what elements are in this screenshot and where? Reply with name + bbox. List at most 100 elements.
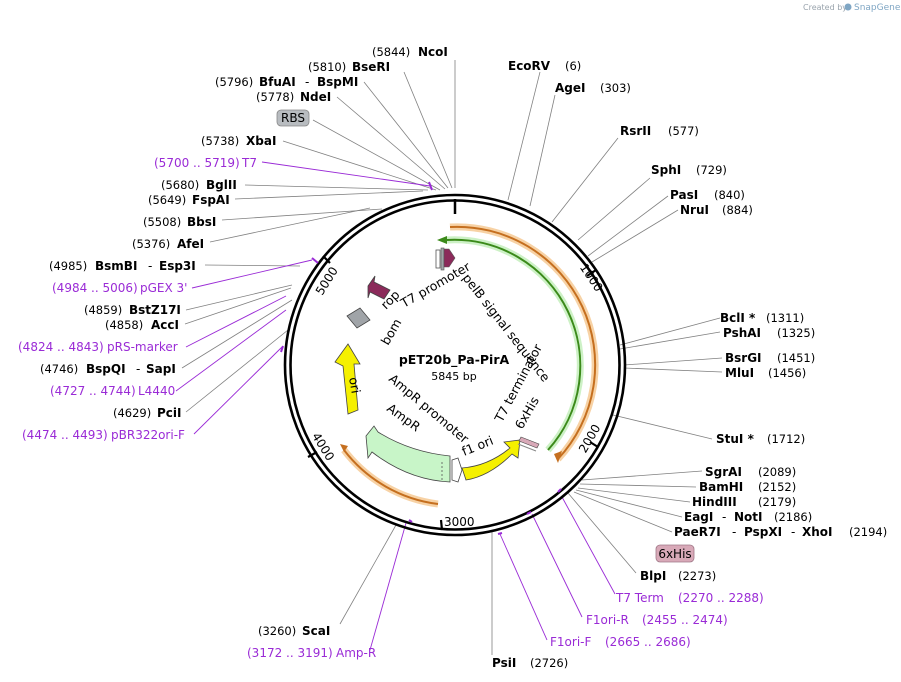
pbr322-name: pBR322ori-F [111, 428, 185, 442]
t7term-primer-name: T7 Term [615, 591, 664, 605]
right-site-labels: EcoRV (6) AgeI (303) RsrII (577) SphI (7… [492, 59, 887, 670]
bbsi-pos: (5508) [143, 215, 181, 229]
snapgene-logo-icon [844, 3, 852, 11]
svg-text:-: - [148, 259, 152, 273]
his-box [655, 544, 695, 563]
bsrgi-pos: (1451) [777, 351, 815, 365]
bspmi-name: BspMI [317, 75, 358, 89]
ori-arrow [334, 343, 361, 415]
eagi-pos: (2186) [774, 510, 812, 524]
xbai-pos: (5738) [201, 134, 239, 148]
t7-terminator-mark [517, 443, 537, 452]
rbs-box [276, 109, 310, 127]
green-arc [446, 238, 582, 451]
f1orir-range: (2455 .. 2474) [642, 613, 728, 627]
bseri-name: BseRI [352, 60, 390, 74]
sgrai-pos: (2089) [758, 465, 796, 479]
paer7i-pos: (2194) [849, 525, 887, 539]
svg-text:-: - [791, 525, 795, 539]
credit-prefix: Created by [803, 3, 847, 12]
bglii-pos: (5680) [161, 178, 199, 192]
pspxi-name: PspXI [744, 525, 782, 539]
ncoi-pos: (5844) [372, 45, 410, 59]
afei-name: AfeI [177, 237, 204, 251]
prs-range: (4824 .. 4843) [18, 340, 104, 354]
pelb-arrow [443, 248, 456, 268]
nrui-name: NruI [680, 203, 709, 217]
afei-pos: (5376) [132, 237, 170, 251]
svg-text:-: - [732, 525, 736, 539]
orange-arc-1 [449, 225, 597, 460]
agei-name: AgeI [555, 81, 585, 95]
primer-site-marks [280, 181, 562, 535]
primer-leaders [175, 161, 616, 651]
svg-text:-: - [136, 362, 140, 376]
bstz17i-name: BstZ17I [129, 303, 181, 317]
psii-name: PsiI [492, 656, 516, 670]
label-t7-promoter-inner: T7 promoter [397, 258, 473, 311]
bbsi-name: BbsI [187, 215, 216, 229]
f1orif-range: (2665 .. 2686) [605, 635, 691, 649]
left-primer-labels: (5700 .. 5719) T7 (4984 .. 5006) pGEX 3'… [18, 156, 376, 660]
acci-name: AccI [151, 318, 179, 332]
t7-promoter-mark [435, 249, 441, 269]
tick-3000: 3000 [444, 515, 475, 529]
ampr-promoter-mark [451, 457, 463, 483]
prs-name: pRS-marker [107, 340, 178, 354]
bfuai-name: BfuAI [259, 75, 296, 89]
bcli-name: BclI * [720, 311, 756, 325]
paer7i-name: PaeR7I [674, 525, 721, 539]
sphi-pos: (729) [696, 163, 727, 177]
mlui-pos: (1456) [768, 366, 806, 380]
backbone-outer-ring [283, 193, 627, 537]
pgex3-name: pGEX 3' [140, 281, 187, 295]
ecorv-pos: (6) [565, 59, 581, 73]
leader-lines [181, 60, 723, 655]
right-primer-labels: T7 Term (2270 .. 2288) F1ori-R (2455 .. … [550, 591, 764, 649]
xhoi-name: XhoI [802, 525, 833, 539]
ampr-primer-name: Amp-R [336, 646, 376, 660]
pshai-pos: (1325) [777, 326, 815, 340]
scai-name: ScaI [302, 624, 330, 638]
bamhi-name: BamHI [699, 480, 743, 494]
bspqi-name: BspQI [86, 362, 126, 376]
agei-pos: (303) [600, 81, 631, 95]
bcli-pos: (1311) [766, 311, 804, 325]
feature-arcs [340, 223, 599, 508]
pgex3-range: (4984 .. 5006) [52, 281, 138, 295]
bspqi-pos: (4746) [40, 362, 78, 376]
f1orir-name: F1ori-R [586, 613, 629, 627]
bsrgi-name: BsrGI [725, 351, 762, 365]
tick-marks [307, 255, 599, 531]
left-site-labels: (5844) NcoI (5810) BseRI (5796) BfuAI - … [40, 45, 448, 638]
rsrii-pos: (577) [668, 124, 699, 138]
rsrii-name: RsrII [620, 124, 651, 138]
his-box-label: 6xHis [658, 547, 691, 561]
ampr-arrow [365, 425, 451, 483]
hindiii-pos: (2179) [758, 495, 796, 509]
l4440-range: (4727 .. 4744) [50, 384, 136, 398]
label-bom: bom [378, 316, 405, 348]
eagi-name: EagI [684, 510, 713, 524]
hindiii-name: HindIII [692, 495, 737, 509]
xbai-name: XbaI [246, 134, 276, 148]
bom-box [346, 307, 371, 329]
bfuai-pos: (5796) [215, 75, 253, 89]
label-pelb: pelB signal sequence [460, 271, 554, 385]
stui-name: StuI * [716, 432, 755, 446]
blpi-pos: (2273) [678, 569, 716, 583]
rbs-mark [440, 247, 445, 271]
pasi-pos: (840) [714, 188, 745, 202]
pshai-name: PshAI [723, 326, 761, 340]
tick-5000: 5000 [313, 264, 341, 297]
svg-text:-: - [722, 510, 726, 524]
orange-arc-2 [343, 449, 439, 505]
ndei-name: NdeI [300, 90, 331, 104]
f1-ori-arrow [461, 439, 521, 481]
fspai-name: FspAI [192, 193, 230, 207]
t7-primer-range: (5700 .. 5719) [154, 156, 240, 170]
pbr322-range: (4474 .. 4493) [22, 428, 108, 442]
mlui-name: MluI [725, 366, 754, 380]
noti-name: NotI [734, 510, 763, 524]
